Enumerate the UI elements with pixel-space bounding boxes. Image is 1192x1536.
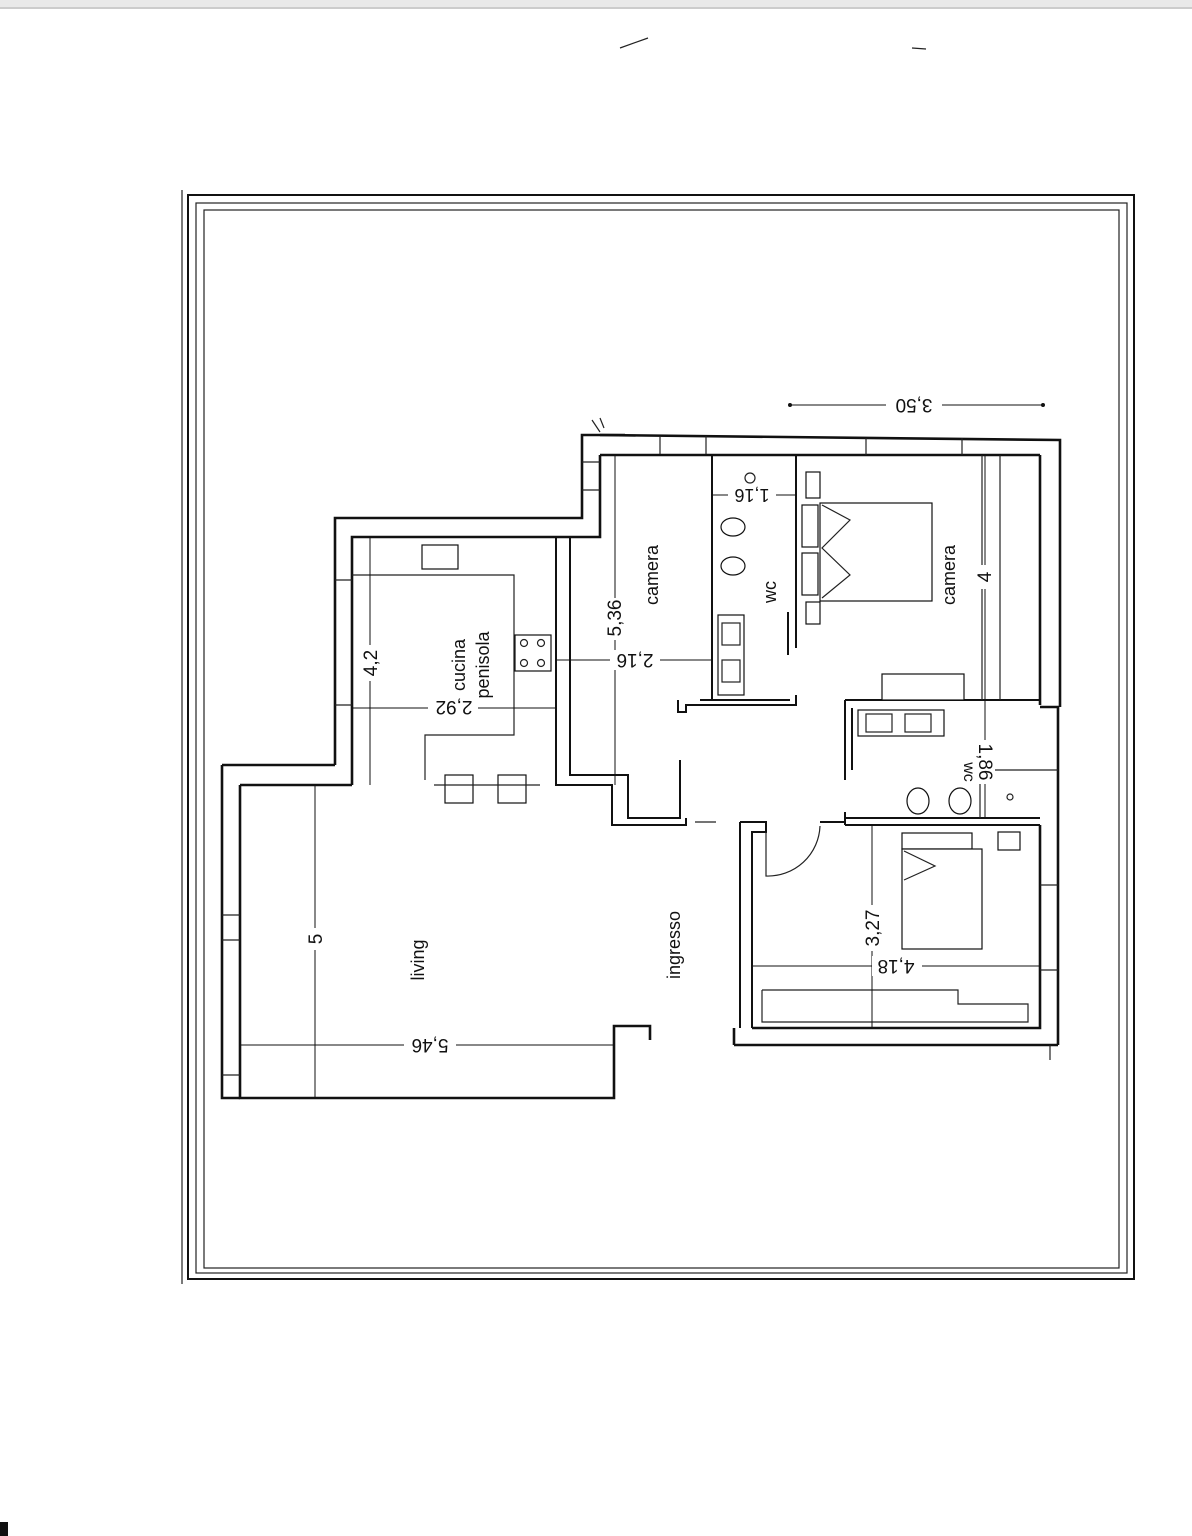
room-label-camera-left: camera: [642, 544, 662, 605]
dim-label-living-depth: 5: [306, 934, 327, 945]
dim-label-camera-right: 4: [975, 571, 996, 582]
room-label-penisola: penisola: [473, 630, 493, 698]
bedroom-bottom-fixtures: [761, 831, 1029, 1023]
room-label-wc-top: wc: [760, 581, 780, 604]
exterior-walls: [220, 433, 1062, 1100]
room-label-living: living: [408, 939, 428, 980]
room-labels: living ingresso cucina penisola camera c…: [408, 544, 977, 981]
dim-label-corridor-width: 2,16: [617, 649, 654, 670]
kitchen-fixtures: [352, 544, 552, 804]
room-label-cucina: cucina: [449, 638, 469, 691]
dimension-labels: 3,50 1,16 5,36 2,16 4,2 2,92 4 1,86 3,27…: [306, 394, 996, 1055]
dim-label-wc2: 1,86: [974, 744, 995, 781]
bedroom-top-fixtures: [801, 471, 965, 701]
dim-label-corridor-length: 5,36: [605, 600, 626, 637]
dim-label-wc-width: 1,16: [734, 485, 769, 505]
room-label-ingresso: ingresso: [664, 911, 684, 979]
dim-label-bedroom-depth: 3,27: [863, 910, 884, 947]
dim-label-bedroom-width: 4,18: [878, 955, 915, 976]
room-label-camera-right: camera: [939, 544, 959, 605]
sheet-frame: [181, 190, 1135, 1284]
dim-label-kitchen-width: 2,92: [436, 696, 473, 717]
dim-label-kitchen-length: 4,2: [361, 650, 382, 676]
room-label-wc-bottom: wc: [960, 761, 977, 782]
interior-walls: [555, 417, 1040, 1028]
dim-label-top: 3,50: [896, 394, 933, 415]
wc1-fixtures: [717, 472, 756, 696]
wc2-fixtures: [857, 709, 1040, 818]
dim-label-living-width: 5,46: [412, 1034, 449, 1055]
